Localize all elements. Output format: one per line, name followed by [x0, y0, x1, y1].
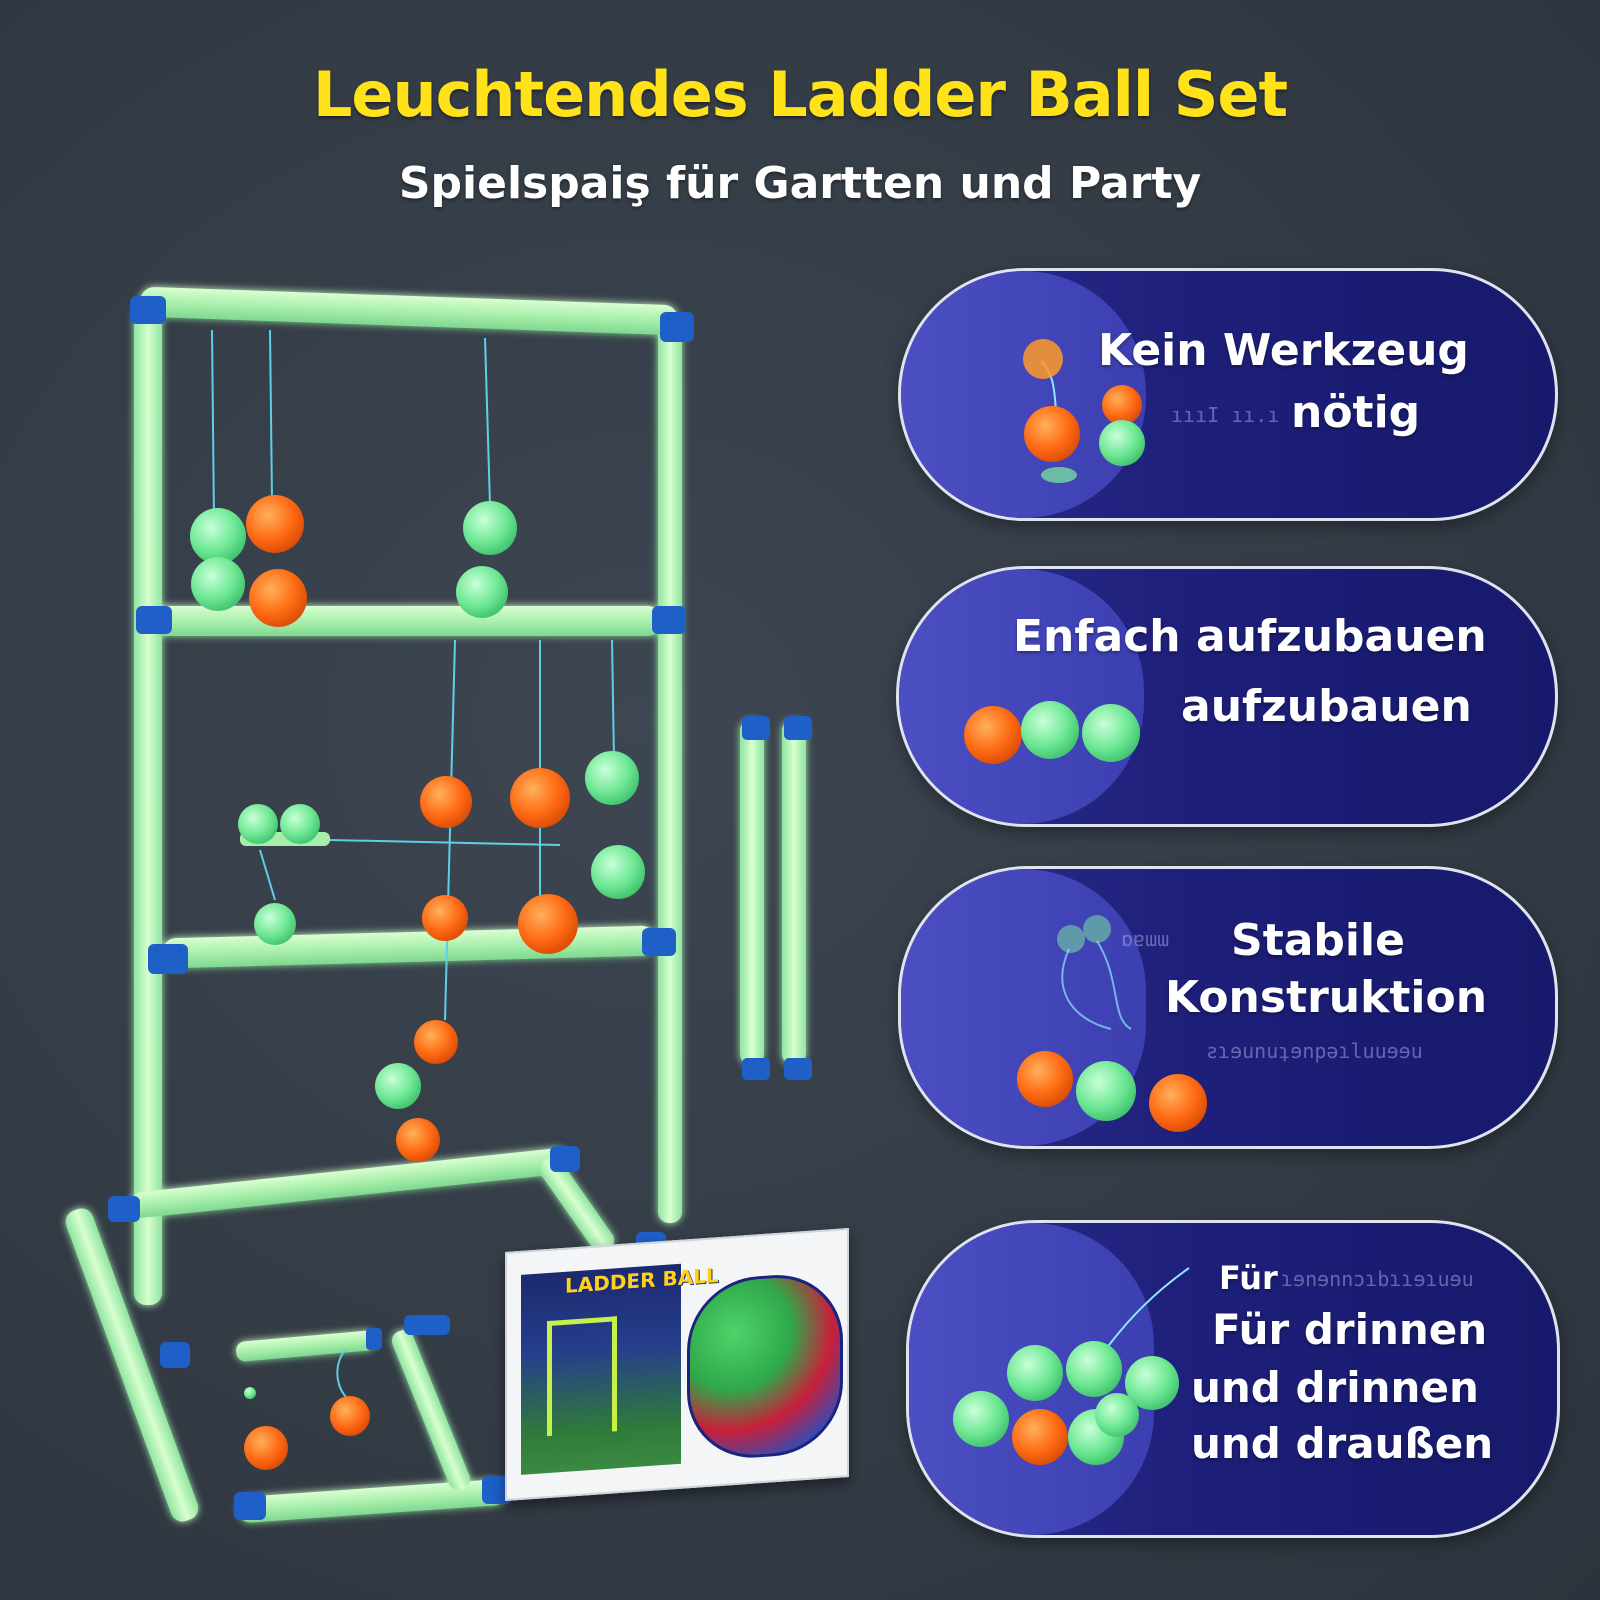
spare-pole-2: [782, 720, 806, 1065]
green-ball: [280, 804, 320, 844]
connector: [660, 312, 694, 342]
connector: [130, 296, 166, 324]
feature-line: nötig: [1291, 387, 1421, 438]
orange-ball: [244, 1426, 288, 1470]
orange-ball: [414, 1020, 458, 1064]
green-ball: [244, 1387, 256, 1399]
green-ball: [190, 508, 246, 564]
connector: [108, 1196, 140, 1222]
ladder-middle-rung: [150, 606, 662, 636]
feature-pill-easy-setup: Enfach aufzubauen aufzubauen: [896, 566, 1558, 827]
ladder-top-rung: [140, 287, 678, 335]
orange-ball: [420, 776, 472, 828]
orange-ball: [249, 569, 307, 627]
orange-ball: [510, 768, 570, 828]
base-back-bar: [131, 1148, 569, 1218]
orange-ball: [330, 1396, 370, 1436]
orange-ball: [422, 895, 468, 941]
green-ball: [375, 1063, 421, 1109]
faint-background-text: ƨɿɘunuʇɘnpǝɿluuɘɘu: [1206, 1039, 1423, 1063]
connector: [642, 928, 676, 956]
bola-ball-icon: [1023, 339, 1145, 483]
green-ball: [456, 566, 508, 618]
balls-icon: [953, 1267, 1190, 1465]
connector: [784, 1058, 812, 1080]
feature-pill-indoor-outdoor: Für ɿɘnɘnnɔɿbɿɿɘɿuɘu Für drinnen und dri…: [906, 1220, 1560, 1538]
balls-icon: [964, 701, 1140, 764]
connector: [784, 716, 812, 740]
connector: [160, 1342, 190, 1368]
base-left-bar: [65, 1208, 199, 1522]
feature-line: Konstruktion: [1165, 972, 1488, 1023]
feature-line: Kein Werkzeug: [1098, 325, 1469, 376]
strings: [211, 329, 615, 1401]
bola-ball-icon: [1017, 915, 1207, 1132]
feature-line: Für: [1219, 1259, 1278, 1297]
base-right-bar: [539, 1157, 615, 1253]
feature-line: Stabile: [1231, 915, 1405, 966]
faint-background-text: ɿɘnɘnnɔɿbɿɿɘɿuɘu: [1281, 1267, 1474, 1291]
spare-pole-1: [740, 720, 764, 1065]
connector: [404, 1315, 450, 1335]
base-front-right-bar: [391, 1330, 471, 1490]
faint-background-text: ɒɐɯɯ: [1121, 927, 1170, 951]
spare-rung-low: [236, 1330, 376, 1362]
base-front-bar: [238, 1479, 506, 1523]
green-ball: [254, 903, 296, 945]
connector: [742, 1058, 770, 1080]
green-ball: [463, 501, 517, 555]
feature-line: und draußen: [1191, 1419, 1494, 1468]
balls: [190, 495, 645, 1470]
ladder-frame-illustration: [65, 287, 812, 1523]
green-ball: [591, 845, 645, 899]
connector: [148, 944, 188, 974]
feature-pill-stable: ɒɐɯɯ Stabile Konstruktion ƨɿɘunuʇɘnpǝɿlu…: [898, 866, 1558, 1149]
orange-ball: [246, 495, 304, 553]
product-box-ladder-mini: [547, 1316, 617, 1437]
feature-pill-no-tools: Kein Werkzeug nötig ıııI ıı.ı: [898, 268, 1558, 521]
product-box: LADDER BALL: [505, 1227, 849, 1502]
faint-background-text: ıııI ıı.ı: [1171, 403, 1280, 427]
green-ball: [585, 751, 639, 805]
orange-ball: [518, 894, 578, 954]
connector: [136, 606, 172, 634]
connector: [366, 1328, 382, 1350]
ladder-left-pole: [134, 305, 162, 1305]
feature-line: und drinnen: [1191, 1363, 1479, 1412]
page-subtitle: Spielspaiş für Gartten und Party: [398, 158, 1202, 209]
feature-line: Enfach aufzubauen: [1013, 611, 1487, 662]
green-ball: [191, 557, 245, 611]
ladder-bottom-rung: [162, 925, 656, 969]
green-ball: [238, 804, 278, 844]
connector: [742, 716, 770, 740]
connector: [234, 1492, 266, 1520]
ladder-right-pole: [658, 318, 682, 1223]
connector: [652, 606, 686, 634]
connector: [482, 1476, 512, 1504]
connector: [550, 1146, 580, 1172]
product-box-window: [687, 1270, 843, 1463]
feature-line: Für drinnen: [1212, 1305, 1488, 1354]
feature-line: aufzubauen: [1181, 681, 1472, 732]
orange-ball: [396, 1118, 440, 1162]
page-title: Leuchtendes Ladder Ball Set: [312, 58, 1288, 131]
